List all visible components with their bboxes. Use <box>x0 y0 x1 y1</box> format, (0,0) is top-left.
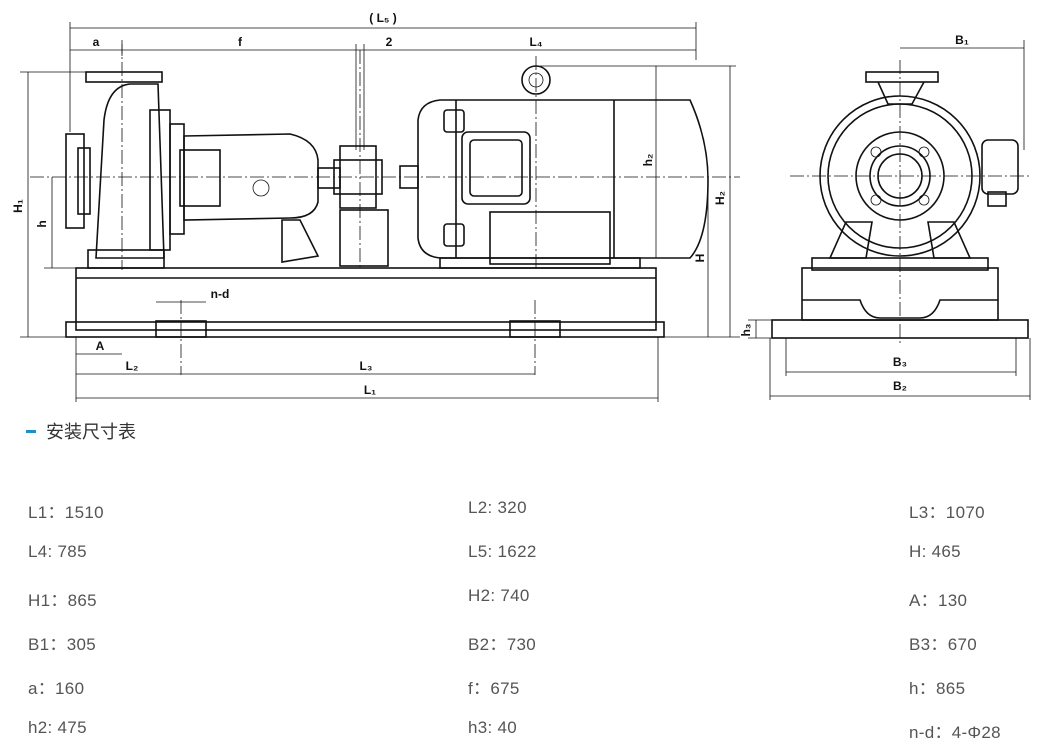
dim-label-h: h <box>35 220 49 227</box>
dim-label-H: H <box>693 254 707 263</box>
dim-label-L4: L₄ <box>529 35 542 49</box>
dim-label-H2: H₂ <box>713 191 727 205</box>
dimension-value: L3：1070 <box>909 503 985 522</box>
dimension-value: L2: 320 <box>468 498 527 517</box>
side-view: ( L₅ ) a f 2 L₄ H₁ h h₂ H₂ H n-d A L₂ L₃ <box>11 11 740 402</box>
dimensions-row: B1：305 B2：730 B3：670 <box>0 630 1058 660</box>
dim-label-B3: B₃ <box>893 355 907 369</box>
end-view: B₁ h₃ B₃ B₂ <box>739 33 1032 400</box>
dim-label-h3: h₃ <box>739 324 753 337</box>
dimensions-row: L4: 785 L5: 1622 H: 465 <box>0 542 1058 572</box>
dim-label-2: 2 <box>386 35 393 49</box>
dim-label-L2: L₂ <box>126 359 139 373</box>
dim-label-f: f <box>238 35 243 49</box>
installation-dimension-drawing: ( L₅ ) a f 2 L₄ H₁ h h₂ H₂ H n-d A L₂ L₃ <box>11 11 1032 402</box>
dimension-value: n-d：4-Φ28 <box>909 723 1001 742</box>
dimension-value: h3: 40 <box>468 718 518 737</box>
dimension-value: A：130 <box>909 591 968 610</box>
dimension-value: H: 465 <box>909 542 961 561</box>
dimensions-row: a：160 f：675 h：865 <box>0 674 1058 704</box>
dim-label-h2: h₂ <box>641 154 655 167</box>
dimension-value: h：865 <box>909 679 966 698</box>
dimension-value: B2：730 <box>468 635 536 654</box>
dim-label-a: a <box>93 35 100 49</box>
dim-label-A: A <box>96 339 105 353</box>
dim-label-H1: H₁ <box>11 199 25 213</box>
dimensions-row: H1：865 H2: 740 A：130 <box>0 586 1058 616</box>
dimension-value: L4: 785 <box>28 542 87 561</box>
dimension-value: L1：1510 <box>28 503 104 522</box>
section-title-marker <box>26 429 36 433</box>
section-title: 安装尺寸表 <box>26 418 136 444</box>
dim-label-L3: L₃ <box>360 359 373 373</box>
dimension-value: H1：865 <box>28 591 97 610</box>
section-title-text: 安装尺寸表 <box>46 422 136 442</box>
dimensions-row: L1：1510 L2: 320 L3：1070 <box>0 498 1058 528</box>
dimension-value: H2: 740 <box>468 586 530 605</box>
dimensions-row: h2: 475 h3: 40 n-d：4-Φ28 <box>0 718 1058 748</box>
dimension-value: f：675 <box>468 679 520 698</box>
dim-label-B1: B₁ <box>955 33 969 47</box>
dim-label-L1: L₁ <box>364 383 376 397</box>
dim-label-nd: n-d <box>211 287 230 301</box>
dimension-value: B1：305 <box>28 635 96 654</box>
dimension-value: a：160 <box>28 679 85 698</box>
dim-label-B2: B₂ <box>893 379 907 393</box>
dimension-value: L5: 1622 <box>468 542 537 561</box>
dimension-value: h2: 475 <box>28 718 87 737</box>
dim-label-L5: ( L₅ ) <box>369 11 397 25</box>
dimension-value: B3：670 <box>909 635 977 654</box>
